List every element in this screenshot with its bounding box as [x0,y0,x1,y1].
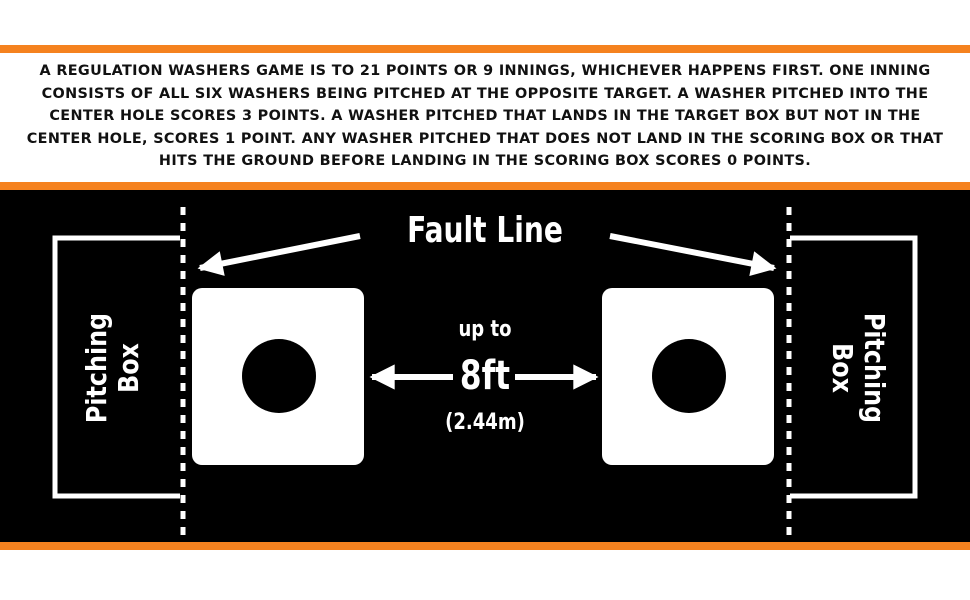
pitching-box-right-outline [790,235,918,499]
fault-arrow-right [609,233,777,277]
fault-line-label: Fault Line [407,210,563,251]
pitching-box-left-line1: Pitching [80,312,113,424]
pitching-box-left-label: Pitching Box [80,304,145,432]
distance-prefix: up to [458,317,512,342]
pitching-box-right-line1: Pitching [858,312,891,424]
pitching-box-right-label: Pitching Box [826,304,891,432]
pitching-box-left-outline [52,235,180,499]
pitching-box-left-line2: Box [112,343,145,393]
fault-arrow-left [197,233,361,276]
playing-field [0,190,970,542]
pitching-box-right-line2: Box [826,343,859,393]
target-hole-left [242,339,316,413]
rules-paragraph: A REGULATION WASHERS GAME IS TO 21 POINT… [26,63,944,169]
target-hole-right [652,339,726,413]
distance-metric: (2.44m) [445,410,525,435]
field-top-stripe [0,182,970,190]
field-bottom-stripe [0,542,970,550]
distance-value: 8ft [459,353,511,399]
top-accent-stripe [0,45,970,53]
